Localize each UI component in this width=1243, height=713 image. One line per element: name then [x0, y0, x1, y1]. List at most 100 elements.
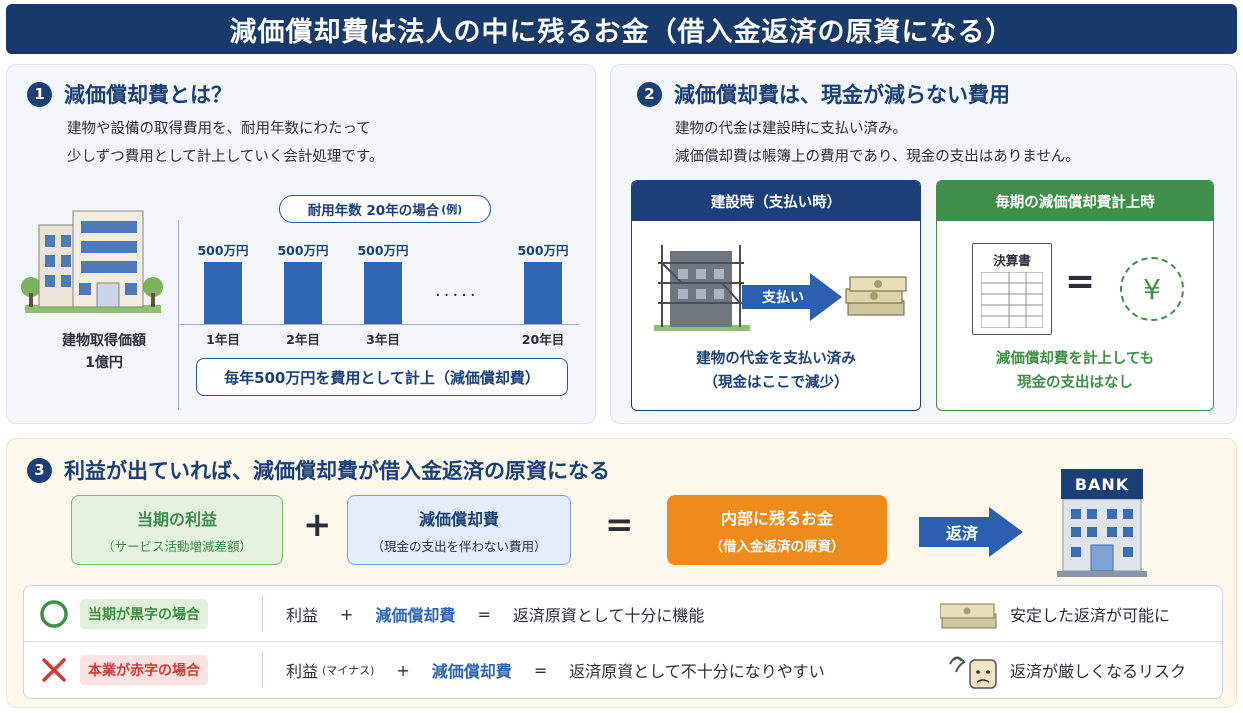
section-3-title: 3 利益が出ていれば、減価償却費が借入金返済の原資になる [27, 455, 610, 485]
bar-value-label: 500万円 [277, 243, 329, 258]
section-2-title-text: 減価償却費は、現金が減らない費用 [674, 83, 1010, 107]
useful-life-example-pill: 耐用年数 20年の場合 (例) [279, 195, 491, 223]
cash-stack-icon [940, 603, 997, 629]
bank-building: BANK [1057, 469, 1147, 577]
section-1-desc-line1: 建物や設備の取得費用を、耐用年数にわたって [67, 121, 371, 137]
section-3-title-text: 利益が出ていれば、減価償却費が借入金返済の原資になる [64, 459, 610, 483]
building-under-construction-icon [654, 245, 750, 331]
current-profit-box: 当期の利益 （サービス活動増減差額） [71, 495, 283, 565]
deficit-outcome: 返済が厳しくなるリスク [1010, 662, 1187, 681]
surplus-tag: 当期が黒字の場合 [80, 599, 208, 629]
section-1-number: 1 [27, 81, 52, 107]
section-2-number: 2 [637, 81, 662, 107]
bar-1 [204, 262, 242, 324]
bar-value-label: 500万円 [197, 243, 249, 258]
building-value: 1億円 [85, 355, 123, 371]
chart-divider [178, 220, 179, 410]
section-2-description: 建物の代金は建設時に支払い済み。 減価償却費は帳簿上の費用であり、現金の支出はあ… [675, 115, 1080, 171]
table-row: 当期が黒字の場合 利益 + 減価償却費 = 返済原資として十分に機能 安定した返… [24, 586, 1222, 642]
dep-box-title: 減価償却費 [418, 509, 499, 529]
right-arrow-icon [742, 273, 842, 321]
construction-header: 建設時（支払い時） [632, 181, 920, 221]
table-row: 本業が赤字の場合 利益 (マイナス) + 減価償却費 = 返済原資として不十分に… [24, 642, 1222, 698]
bar-4 [524, 262, 562, 324]
expr-equals: = [477, 604, 491, 624]
section-1-desc-line2: 少しずつ費用として計上していく会計処理です。 [67, 149, 384, 165]
depreciation-time-box: 毎期の減価償却費計上時 決算書 = ¥ 減価償却費を計上しても 現金の支出はなし [936, 180, 1214, 411]
bank-building-icon [1057, 499, 1147, 577]
section-3-number: 3 [27, 457, 52, 483]
bar-2 [284, 262, 322, 324]
section-2-panel: 2 減価償却費は、現金が減らない費用 建物の代金は建設時に支払い済み。 減価償却… [610, 64, 1237, 424]
depreciation-caption-line1: 減価償却費を計上しても [995, 351, 1155, 367]
payment-arrow: 支払い [742, 273, 842, 325]
yen-icon: ¥ [1120, 257, 1184, 321]
equals-sign: = [605, 505, 634, 545]
expr-plus: + [340, 604, 354, 624]
annual-expense-note: 毎年500万円を費用として計上（減価償却費） [196, 358, 568, 396]
ellipsis-dots: ····· [435, 285, 479, 306]
main-title: 減価償却費は法人の中に残るお金（借入金返済の原資になる） [6, 4, 1237, 54]
deficit-expression: 利益 (マイナス) + 減価償却費 = 返済原資として不十分になりやすい [286, 642, 825, 698]
depreciation-caption: 減価償却費を計上しても 現金の支出はなし [937, 347, 1213, 395]
internal-funds-box: 内部に残るお金 （借入金返済の原資） [667, 495, 887, 565]
section-1-panel: 1 減価償却費とは？ 建物や設備の取得費用を、耐用年数にわたって 少しずつ費用と… [6, 64, 596, 424]
construction-caption: 建物の代金を支払い済み （現金はここで減少） [632, 347, 920, 395]
construction-time-box: 建設時（支払い時） 支払い [631, 180, 921, 411]
dep-box-note: （現金の支出を伴わない費用） [371, 538, 547, 554]
circle-ok-icon [40, 600, 68, 628]
building-cost-label: 建物取得価額 1億円 [29, 330, 179, 374]
equals-sign: = [1065, 261, 1096, 302]
expr-result: 返済原資として十分に機能 [512, 606, 705, 625]
bar-category-label: 2年目 [286, 332, 320, 347]
expr-plus: + [396, 660, 410, 680]
expr-profit: 利益 [286, 662, 319, 681]
cross-ng-icon [42, 658, 66, 682]
worried-person-icon [949, 656, 997, 689]
expr-depreciation: 減価償却費 [375, 606, 456, 625]
expr-result: 返済原資として不十分になりやすい [569, 662, 825, 681]
depreciation-caption-line2: 現金の支出はなし [1017, 375, 1133, 391]
bar-category-label: 1年目 [206, 332, 240, 347]
example-pill-note: (例) [441, 203, 463, 216]
profit-box-note: （サービス活動増減差額） [101, 538, 252, 554]
office-building-icon [21, 210, 163, 313]
surplus-expression: 利益 + 減価償却費 = 返済原資として十分に機能 [286, 586, 704, 642]
repay-arrow: 返済 [919, 507, 1023, 557]
payment-arrow-label: 支払い [762, 290, 804, 306]
internal-box-note: （借入金返済の原資） [709, 539, 845, 555]
plus-sign: + [303, 505, 332, 545]
building-label: 建物取得価額 [62, 333, 146, 349]
scenario-table: 当期が黒字の場合 利益 + 減価償却費 = 返済原資として十分に機能 安定した返… [23, 585, 1223, 699]
right-arrow-icon [919, 507, 1023, 557]
section-2-desc-line1: 建物の代金は建設時に支払い済み。 [675, 121, 907, 137]
financial-statement-doc: 決算書 [972, 243, 1052, 335]
doc-title: 決算書 [993, 253, 1031, 268]
chart-baseline [179, 324, 579, 325]
expr-equals: = [533, 660, 548, 680]
cash-stack-icon [845, 276, 907, 316]
bar-value-label: 500万円 [357, 243, 409, 258]
expr-profit: 利益 [286, 606, 319, 625]
table-lines-icon [981, 272, 1043, 328]
construction-caption-line2: （現金はここで減少） [703, 375, 849, 391]
row-divider [262, 652, 263, 688]
construction-caption-line1: 建物の代金を支払い済み [696, 351, 856, 367]
surplus-outcome: 安定した返済が可能に [1010, 606, 1171, 625]
expr-profit-note: (マイナス) [322, 664, 375, 677]
bar-3 [364, 262, 402, 324]
depreciation-header: 毎期の減価償却費計上時 [937, 181, 1213, 221]
bank-label: BANK [1061, 469, 1143, 499]
bar-category-label: 20年目 [521, 332, 565, 347]
deficit-tag: 本業が赤字の場合 [80, 655, 208, 685]
profit-box-title: 当期の利益 [136, 509, 217, 529]
depreciation-box: 減価償却費 （現金の支出を伴わない費用） [347, 495, 571, 565]
section-2-desc-line2: 減価償却費は帳簿上の費用であり、現金の支出はありません。 [675, 149, 1080, 165]
section-1-title: 1 減価償却費とは？ [27, 79, 232, 109]
bar-value-label: 500万円 [517, 243, 569, 258]
internal-box-title: 内部に残るお金 [720, 509, 833, 528]
row-divider [262, 596, 263, 632]
section-1-description: 建物や設備の取得費用を、耐用年数にわたって 少しずつ費用として計上していく会計処… [67, 115, 383, 171]
expr-depreciation: 減価償却費 [431, 662, 512, 681]
bar-category-label: 3年目 [366, 332, 400, 347]
